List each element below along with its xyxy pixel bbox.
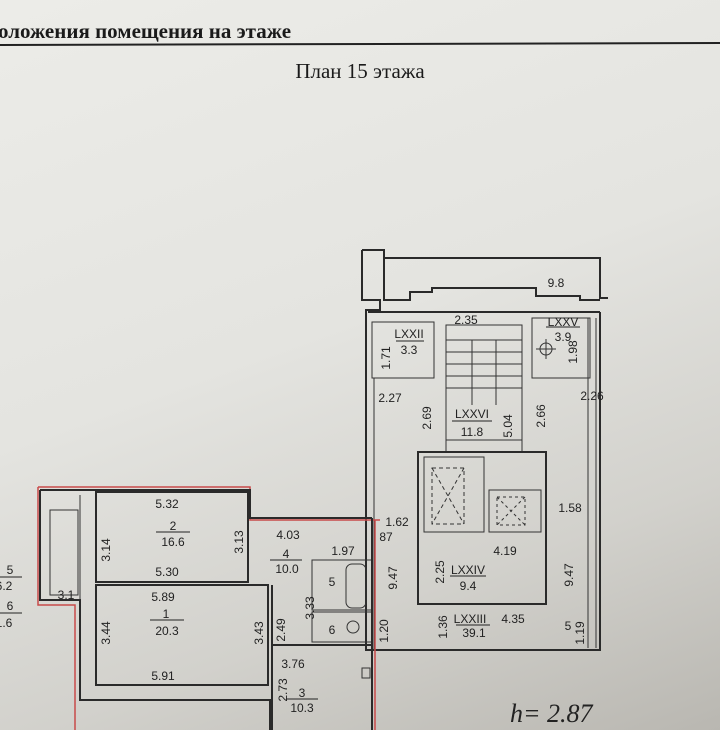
header-rule: [0, 42, 720, 46]
room4-number: 4: [283, 547, 290, 561]
room2-number: 2: [170, 519, 177, 533]
room-lxxv-area: 3.9: [555, 330, 572, 344]
room-lxxvi-number: LXXVI: [455, 407, 489, 421]
dim-lxxiii-5: 5: [565, 619, 572, 633]
dim-lxxv-4: 2.66: [534, 404, 548, 428]
dim-room3-1: 3.76: [281, 657, 305, 671]
dim-lxxiii-6: 1.19: [573, 621, 587, 645]
room6-number: 6: [329, 623, 336, 637]
dim-lxxiii-4: 9.47: [562, 563, 576, 587]
dim-room2-1: 5.32: [155, 497, 179, 511]
dim-lxxiii-1: 4.35: [501, 612, 525, 626]
room4-area: 10.0: [275, 562, 299, 576]
dim-lxxv-1: 9.8: [548, 276, 565, 290]
room-lxxii-area: 3.3: [401, 343, 418, 357]
room-lxxii-number: LXXII: [394, 327, 423, 341]
dim-lxxvi-2: 5.04: [501, 414, 515, 438]
dim-lxxii-2: 2.27: [378, 391, 402, 405]
room3-number: 3: [299, 686, 306, 700]
dim-room5: 3.33: [303, 596, 317, 620]
room2-area: 16.6: [161, 535, 185, 549]
dim-lxxv-2: 1.98: [566, 340, 580, 364]
room1-number: 1: [163, 607, 170, 621]
room-lxxiii-number: LXXIII: [454, 612, 487, 626]
dim-room1-4: 3.43: [252, 621, 266, 645]
dim-room2-4: 3.13: [232, 530, 246, 554]
room-lxxiii-area: 39.1: [462, 626, 486, 640]
room-lxxiv-number: LXXIV: [451, 563, 485, 577]
room1-area: 20.3: [155, 624, 179, 638]
dim-balcony: 3.1: [58, 588, 75, 602]
dim-room1-1: 5.89: [151, 590, 175, 604]
apartment-walls: [37, 486, 380, 730]
room-lxxiv-area: 9.4: [460, 579, 477, 593]
dim-lxxv-3: 2.26: [580, 389, 604, 403]
dim-room2-3: 3.14: [99, 538, 113, 562]
section-title: оложения помещения на этаже: [0, 19, 291, 43]
room3-area: 10.3: [290, 701, 314, 715]
neighbor-room5-area: 6.2: [0, 579, 13, 593]
dim-lxxii-1: 1.71: [379, 346, 393, 370]
dim-lxxvi-1: 2.35: [454, 313, 478, 327]
neighbor-room6-area: 1.6: [0, 616, 13, 630]
core-walls: [361, 249, 608, 651]
dim-room4-1: 4.03: [276, 528, 300, 542]
apartment-labels: 5.32 2 16.6 5.30 3.14 3.13 5.89 1 20.3 5…: [0, 497, 355, 715]
dim-room1-5: 2.49: [274, 618, 288, 642]
dim-lxxiv-1: 4.19: [493, 544, 517, 558]
core-labels: LXXII 3.3 1.71 2.27 2.69 2.35 LXXVI 11.8…: [377, 276, 604, 645]
dim-lxxiv-3: 1.58: [558, 501, 582, 515]
dim-lxxiii-2: 1.36: [436, 615, 450, 639]
room-lxxv-number: LXXV: [548, 315, 579, 329]
handwritten-ceiling-height: h= 2.87: [510, 699, 594, 728]
dim-lxxiii-9: 1.20: [377, 619, 391, 643]
neighbor-room6-number: 6: [7, 599, 14, 613]
dim-room4-2: 1.97: [331, 544, 355, 558]
dim-room3-2: 2.73: [276, 678, 290, 702]
room-lxxvi-area: 11.8: [461, 425, 484, 439]
dim-lxxii-3: 2.69: [420, 406, 434, 430]
dim-lxxiii-8: 87: [379, 530, 393, 544]
dim-lxxiii-3: 9.47: [386, 566, 400, 590]
dim-lxxiv-2: 2.25: [433, 560, 447, 584]
dim-room1-3: 3.44: [99, 621, 113, 645]
dim-lxxiii-7: 1.62: [385, 515, 409, 529]
dim-room2-2: 5.30: [155, 565, 179, 579]
plan-title: План 15 этажа: [295, 59, 425, 83]
room5-number: 5: [329, 575, 336, 589]
neighbor-room5-number: 5: [7, 563, 14, 577]
dim-room1-2: 5.91: [151, 669, 175, 683]
